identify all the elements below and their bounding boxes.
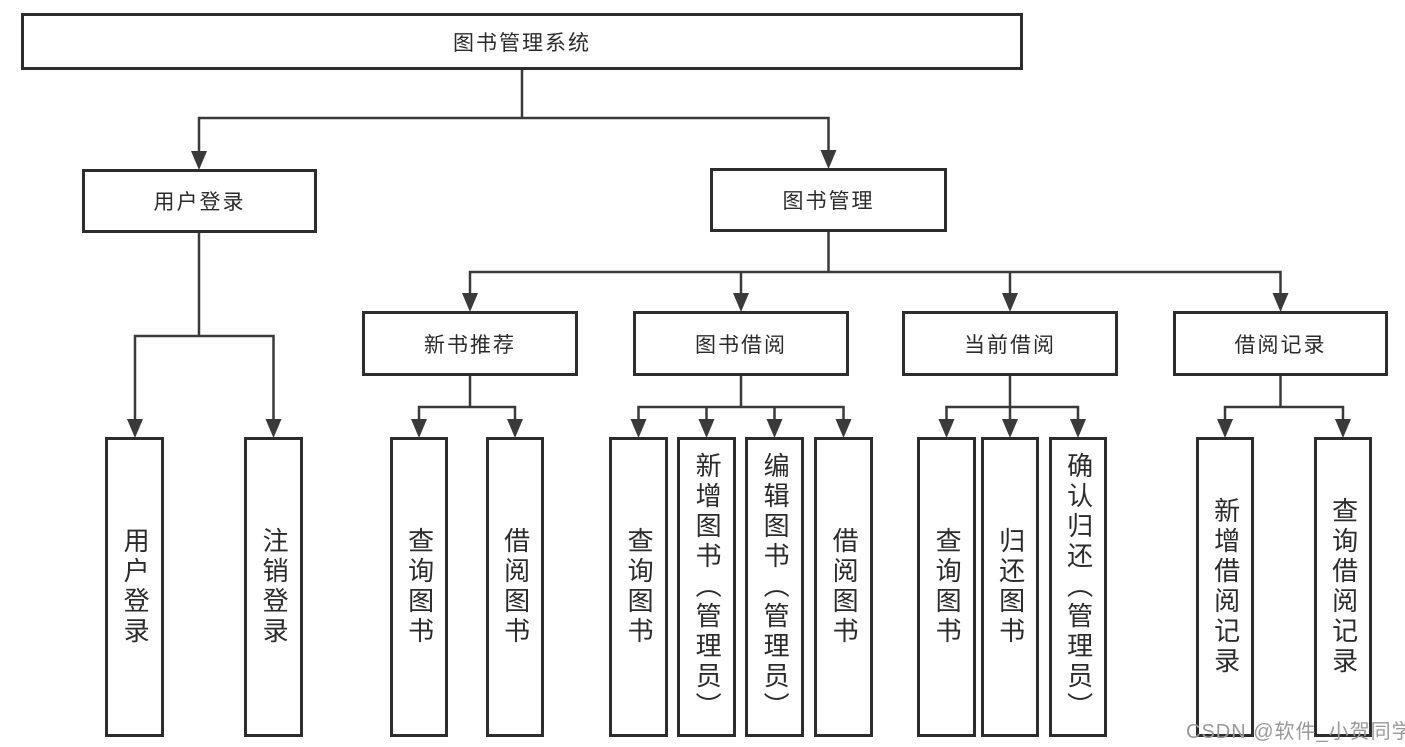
leaf-logout-login: 注销登录 [244,437,303,737]
node-borrow-records: 借阅记录 [1173,311,1388,376]
leaf-return-books: 归还图书 [981,437,1039,737]
watermark-csdn: CSDN @软件_小贺同学 [1186,721,1405,743]
leaf-edit-books-admin: 编辑图书（管理员） [745,437,804,737]
node-current-borrow: 当前借阅 [902,311,1118,376]
node-user-login: 用户登录 [82,169,317,233]
leaf-borrow-books: 借阅图书 [814,437,873,737]
leaf-query-books-recommend: 查询图书 [390,437,448,737]
leaf-confirm-return-admin: 确认归还（管理员） [1049,437,1107,737]
node-book-borrow: 图书借阅 [633,311,849,376]
leaf-user-login: 用户登录 [105,437,164,737]
leaf-query-books-current: 查询图书 [917,437,976,737]
leaf-query-borrow-record: 查询借阅记录 [1314,437,1372,737]
node-library-management-system: 图书管理系统 [21,13,1023,70]
leaf-borrow-books-recommend: 借阅图书 [486,437,544,737]
leaf-query-books-borrow: 查询图书 [609,437,668,737]
node-book-management: 图书管理 [710,168,947,232]
leaf-add-books-admin: 新增图书（管理员） [677,437,736,737]
leaf-add-borrow-record: 新增借阅记录 [1196,437,1254,737]
node-new-book-recommend: 新书推荐 [362,311,578,376]
